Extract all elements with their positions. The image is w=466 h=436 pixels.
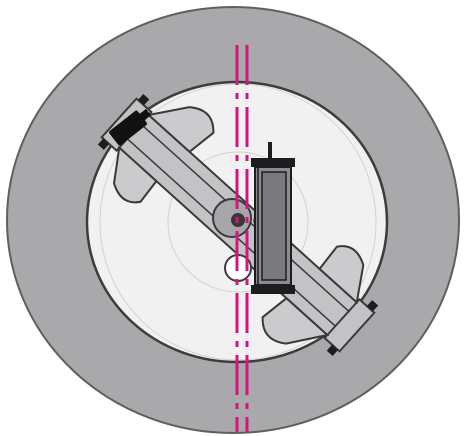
arm-pad-lower-right [261,296,330,345]
cartridge-top-cap [251,158,295,167]
arm-pad-upper-right [318,245,365,305]
arm-clip-2 [97,138,110,150]
knob-stem [138,108,151,122]
arm-clip-4 [326,344,339,356]
black-knob [109,108,151,146]
arm-pad-lower-left [113,145,158,204]
cartridge-inner-panel [261,171,287,281]
arm-pad-upper-left [146,106,215,154]
cartridge-bottom-cap [251,285,295,294]
cartridge-top-pin [268,142,272,158]
vertical-cartridge [251,142,295,294]
arm-clip-3 [366,300,379,312]
arm-end-cap-right [323,297,376,353]
arm-clip-1 [137,94,150,106]
knob-body [109,110,147,146]
guide-circle-small [167,151,309,293]
